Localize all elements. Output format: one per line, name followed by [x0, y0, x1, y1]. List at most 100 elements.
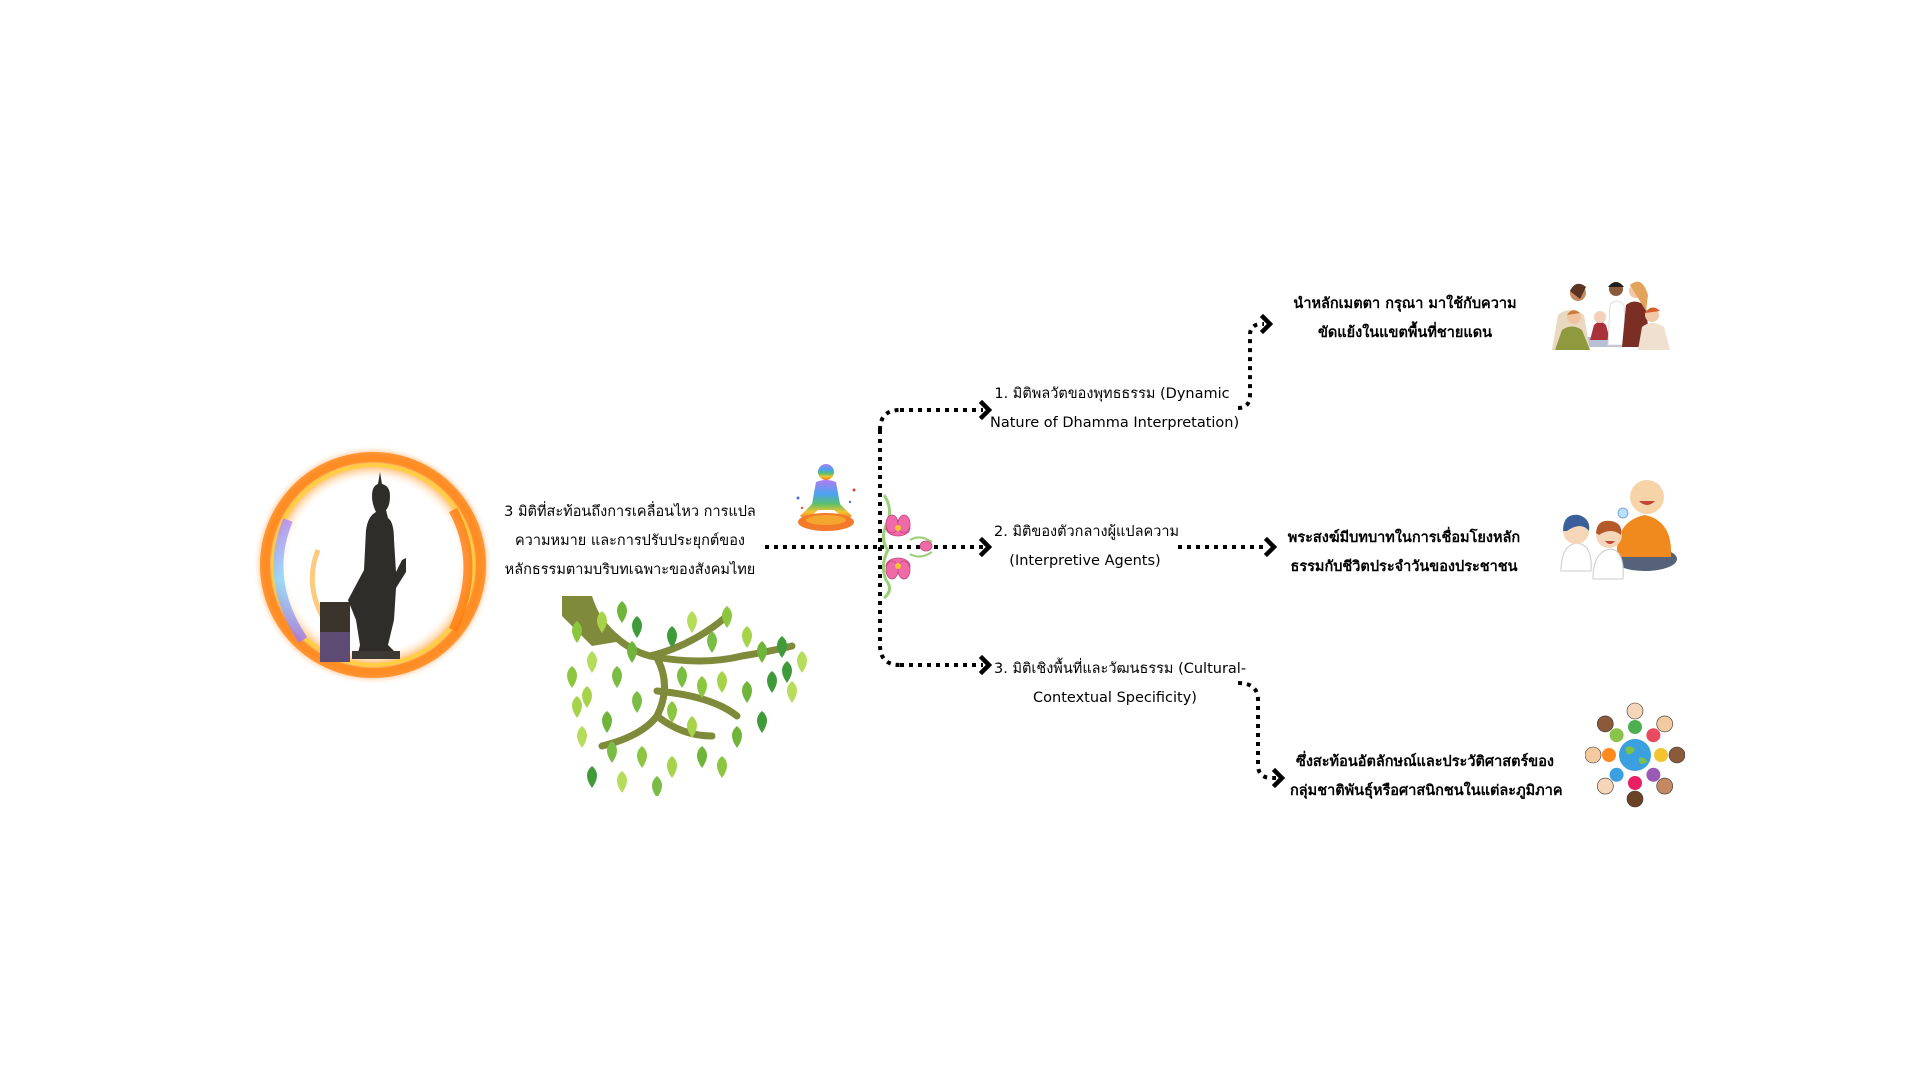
- branch-3-detail-line-2: กลุ่มชาติพันธุ์หรือศาสนิกชนในแต่ละภูมิภา…: [1290, 783, 1563, 799]
- bodhi-leaf: [742, 626, 752, 648]
- bodhi-leaf: [697, 676, 707, 698]
- bodhi-leaf: [667, 756, 677, 778]
- branch-3-label-line-2: Contextual Specificity): [1033, 690, 1197, 706]
- child-head: [1596, 715, 1614, 733]
- root-text-line-3: หลักธรรมตามบริบทเฉพาะของสังคมไทย: [504, 562, 756, 578]
- bodhi-leaf: [732, 726, 742, 748]
- bodhi-leaf: [742, 681, 752, 703]
- branch-3-label: 3. มิติเชิงพื้นที่และวัฒนธรรม (Cultural-…: [994, 655, 1247, 713]
- bodhi-leaf: [757, 711, 767, 733]
- bodhi-leaf: [707, 631, 717, 653]
- bodhi-leaf: [687, 716, 697, 738]
- bodhi-leaf: [572, 621, 582, 643]
- bodhi-leaf: [612, 666, 622, 688]
- buddha-fire-ring-image: [248, 440, 498, 690]
- bodhi-leaf: [567, 666, 577, 688]
- bodhi-leaf: [607, 741, 617, 763]
- bodhi-leaf: [572, 696, 582, 718]
- bodhi-leaf: [582, 686, 592, 708]
- arrow-head-branch-1: [978, 399, 993, 421]
- bodhi-leaf: [632, 616, 642, 638]
- child-body: [1609, 728, 1624, 743]
- bodhi-leaf: [652, 776, 662, 798]
- bodhi-leaf: [577, 726, 587, 748]
- branch-2-label: 2. มิติของตัวกลางผู้แปลความ (Interpretiv…: [994, 518, 1180, 576]
- branch-2-detail-line-2: ธรรมกับชีวิตประจำวันของประชาชน: [1290, 559, 1518, 575]
- branch-1-label: 1. มิติพลวัตของพุทธธรรม (Dynamic Nature …: [990, 380, 1240, 438]
- branch-1-detail: นำหลักเมตตา กรุณา มาใช้กับความ ขัดแย้งใน…: [1280, 290, 1530, 348]
- bodhi-leaf: [667, 701, 677, 723]
- child-body: [1646, 728, 1661, 743]
- children-globe-illustration: [1584, 700, 1686, 810]
- connector-branch-3-detail: [1237, 681, 1276, 780]
- branch-2-label-line-2: (Interpretive Agents): [1009, 553, 1161, 569]
- branch-2-detail: พระสงฆ์มีบทบาทในการเชื่อมโยงหลัก ธรรมกับ…: [1284, 524, 1524, 582]
- people-conflict-illustration: [1550, 275, 1675, 355]
- child-body: [1602, 748, 1616, 762]
- child-head: [1656, 777, 1673, 795]
- bodhi-leaf: [782, 661, 792, 683]
- branch-1-detail-line-1: นำหลักเมตตา กรุณา มาใช้กับความ: [1293, 296, 1517, 312]
- bodhi-leaf: [627, 641, 637, 663]
- arrow-head-branch-2: [978, 536, 993, 558]
- lotus-ornament-image: [874, 490, 944, 600]
- arrow-head-branch-3: [978, 654, 993, 676]
- monk-children-illustration: [1555, 475, 1680, 585]
- fire-ring-icon: [253, 445, 493, 685]
- child-head: [1668, 746, 1686, 764]
- root-text: 3 มิติที่สะท้อนถึงการเคลื่อนไหว การแปล ค…: [496, 498, 764, 585]
- branch-1-detail-line-2: ขัดแย้งในแขตพื้นที่ชายแดน: [1317, 325, 1493, 341]
- meditation-icon: [796, 464, 856, 531]
- bodhi-leaf: [637, 746, 647, 768]
- bodhi-leaf: [722, 606, 732, 628]
- branch-2-label-line-1: 2. มิติของตัวกลางผู้แปลความ: [994, 524, 1180, 540]
- bodhi-leaf: [602, 711, 612, 733]
- bodhi-leaf: [677, 666, 687, 688]
- bodhi-leaf: [717, 671, 727, 693]
- bodhi-leaves-icon: [558, 592, 807, 798]
- bodhi-leaf: [787, 681, 797, 703]
- bodhi-leaf: [617, 771, 627, 793]
- arrow-head-detail-1: [1259, 313, 1274, 335]
- bodhi-leaf: [717, 756, 727, 778]
- meditating-figure-image: [786, 458, 866, 538]
- bodhi-leaf: [687, 611, 697, 633]
- bodhi-leaf: [632, 691, 642, 713]
- branch-2-detail-line-1: พระสงฆ์มีบทบาทในการเชื่อมโยงหลัก: [1287, 530, 1521, 546]
- branch-3-detail: ซึ่งสะท้อนอัตลักษณ์และประวัติศาสตร์ของ ก…: [1290, 748, 1563, 806]
- bodhi-leaf: [587, 651, 597, 673]
- root-text-line-1: 3 มิติที่สะท้อนถึงการเคลื่อนไหว การแปล: [504, 504, 756, 520]
- bodhi-leaf: [757, 641, 767, 663]
- group-discussion-icon: [1552, 281, 1670, 350]
- arrow-head-detail-3: [1271, 767, 1286, 789]
- child-body: [1628, 776, 1642, 790]
- child-head: [1626, 702, 1644, 720]
- diversity-globe-icon: [1584, 702, 1686, 808]
- arrow-head-detail-2: [1263, 536, 1278, 558]
- branch-3-label-line-1: 3. มิติเชิงพื้นที่และวัฒนธรรม (Cultural-: [994, 661, 1247, 677]
- branch-3-detail-line-1: ซึ่งสะท้อนอัตลักษณ์และประวัติศาสตร์ของ: [1296, 754, 1554, 770]
- branch-1-label-line-1: 1. มิติพลวัตของพุทธธรรม (Dynamic: [994, 386, 1230, 402]
- bodhi-leaf: [777, 636, 787, 658]
- bodhi-leaf: [767, 671, 777, 693]
- connector-branch-1-detail: [1237, 322, 1264, 410]
- bodhi-leaf: [797, 651, 807, 673]
- child-head: [1626, 790, 1644, 808]
- child-head: [1656, 715, 1673, 733]
- child-body: [1646, 767, 1661, 782]
- bodhi-leaf: [667, 626, 677, 648]
- root-text-line-2: ความหมาย และการปรับประยุกต์ของ: [514, 533, 745, 549]
- monk-teaching-icon: [1560, 480, 1677, 580]
- branch-1-label-line-2: Nature of Dhamma Interpretation): [990, 415, 1240, 431]
- child-body: [1628, 720, 1642, 734]
- bodhi-leaf: [617, 601, 627, 623]
- bodhi-leaf: [597, 611, 607, 633]
- child-body: [1654, 748, 1668, 762]
- bodhi-leaf: [697, 746, 707, 768]
- bodhi-tree-branch-image: [558, 592, 832, 798]
- lotus-icon: [881, 494, 933, 600]
- bodhi-leaf: [587, 766, 597, 788]
- child-body: [1609, 767, 1624, 782]
- child-head: [1596, 777, 1614, 795]
- child-head: [1584, 746, 1602, 764]
